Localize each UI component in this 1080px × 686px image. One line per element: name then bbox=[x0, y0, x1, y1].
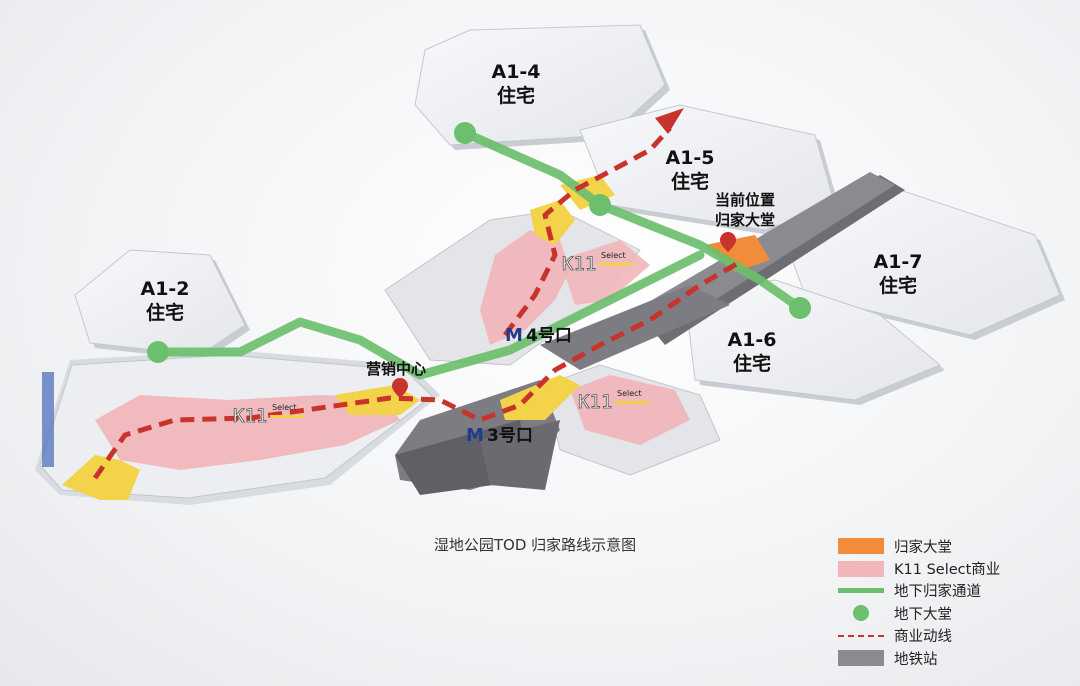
k11-label-west: K11 bbox=[233, 405, 267, 427]
underground-lobby-dot bbox=[147, 341, 169, 363]
k11-select-north: Select bbox=[601, 251, 626, 260]
building-a1-6 bbox=[684, 279, 945, 405]
lobby-pin bbox=[720, 232, 736, 252]
legend-label: 地铁站 bbox=[894, 651, 938, 668]
a1-5-code: A1-5 bbox=[665, 147, 714, 169]
legend-item: 归家大堂 bbox=[838, 535, 1068, 557]
legend-label: K11 Select商业 bbox=[894, 562, 1001, 579]
a1-7-type: 住宅 bbox=[879, 274, 917, 297]
legend-item: 地下大堂 bbox=[838, 602, 1068, 624]
exit-4-label: 4号口 bbox=[526, 326, 572, 346]
commercial-route bbox=[92, 126, 742, 480]
sales-center-label: 营销中心 bbox=[366, 360, 426, 378]
building-a1-2 bbox=[74, 249, 250, 360]
legend: 归家大堂 K11 Select商业地下归家通道地下大堂商业动线地铁站 bbox=[838, 535, 1068, 669]
k11-label-east: K11 bbox=[578, 391, 612, 413]
a1-6-type: 住宅 bbox=[733, 352, 771, 375]
location-pins bbox=[392, 232, 736, 398]
k11-underline-east bbox=[615, 401, 649, 404]
a1-6-code: A1-6 bbox=[727, 329, 776, 351]
legend-label: 地下大堂 bbox=[894, 606, 952, 623]
a1-2-type: 住宅 bbox=[146, 301, 184, 324]
legend-item: 商业动线 bbox=[838, 625, 1068, 647]
k11-commercial-zones bbox=[95, 230, 690, 470]
legend-swatch-dash bbox=[838, 628, 884, 644]
a1-4-type: 住宅 bbox=[497, 84, 535, 107]
metro-logo-icon: M bbox=[466, 425, 484, 446]
a1-4-code: A1-4 bbox=[491, 61, 540, 83]
legend-swatch-box bbox=[838, 650, 884, 667]
k11-label-north: K11 bbox=[562, 253, 596, 275]
exit-3-label: 3号口 bbox=[487, 426, 533, 446]
building-a1-5 bbox=[579, 104, 840, 235]
metro-logo-icon: M bbox=[505, 325, 523, 346]
underground-lobby-dot bbox=[789, 297, 811, 319]
underground-lobby-dot bbox=[589, 194, 611, 216]
a1-5-type: 住宅 bbox=[671, 170, 709, 193]
legend-swatch-dot bbox=[838, 605, 884, 622]
building-a1-7 bbox=[784, 189, 1065, 340]
legend-swatch-line bbox=[838, 583, 884, 599]
legend-label: 地下归家通道 bbox=[894, 584, 981, 601]
underground-lobby-dot bbox=[454, 122, 476, 144]
underground-lobby-dots bbox=[147, 122, 811, 363]
underground-path bbox=[153, 128, 805, 380]
legend-label: 归家大堂 bbox=[894, 539, 952, 556]
a1-2-code: A1-2 bbox=[140, 278, 189, 300]
legend-item: 地下归家通道 bbox=[838, 580, 1068, 602]
diagram-caption: 湿地公园TOD 归家路线示意图 bbox=[433, 536, 637, 554]
sales-center-pin bbox=[392, 378, 408, 398]
home-lobby-label: 归家大堂 bbox=[715, 211, 775, 229]
legend-swatch-box bbox=[838, 560, 884, 577]
building-a1-4 bbox=[414, 24, 670, 150]
legend-item: 地铁站 bbox=[838, 647, 1068, 669]
route-arrowhead bbox=[655, 108, 684, 134]
a1-7-code: A1-7 bbox=[873, 251, 922, 273]
k11-underline-north bbox=[599, 263, 633, 266]
legend-swatch-box bbox=[838, 538, 884, 555]
legend-label: 商业动线 bbox=[894, 629, 952, 646]
k11-select-west: Select bbox=[272, 403, 297, 412]
k11-underline-west bbox=[270, 415, 304, 418]
k11-select-east: Select bbox=[617, 389, 642, 398]
legend-item: K11 Select商业 bbox=[838, 557, 1068, 579]
current-position-label: 当前位置 bbox=[715, 191, 775, 209]
